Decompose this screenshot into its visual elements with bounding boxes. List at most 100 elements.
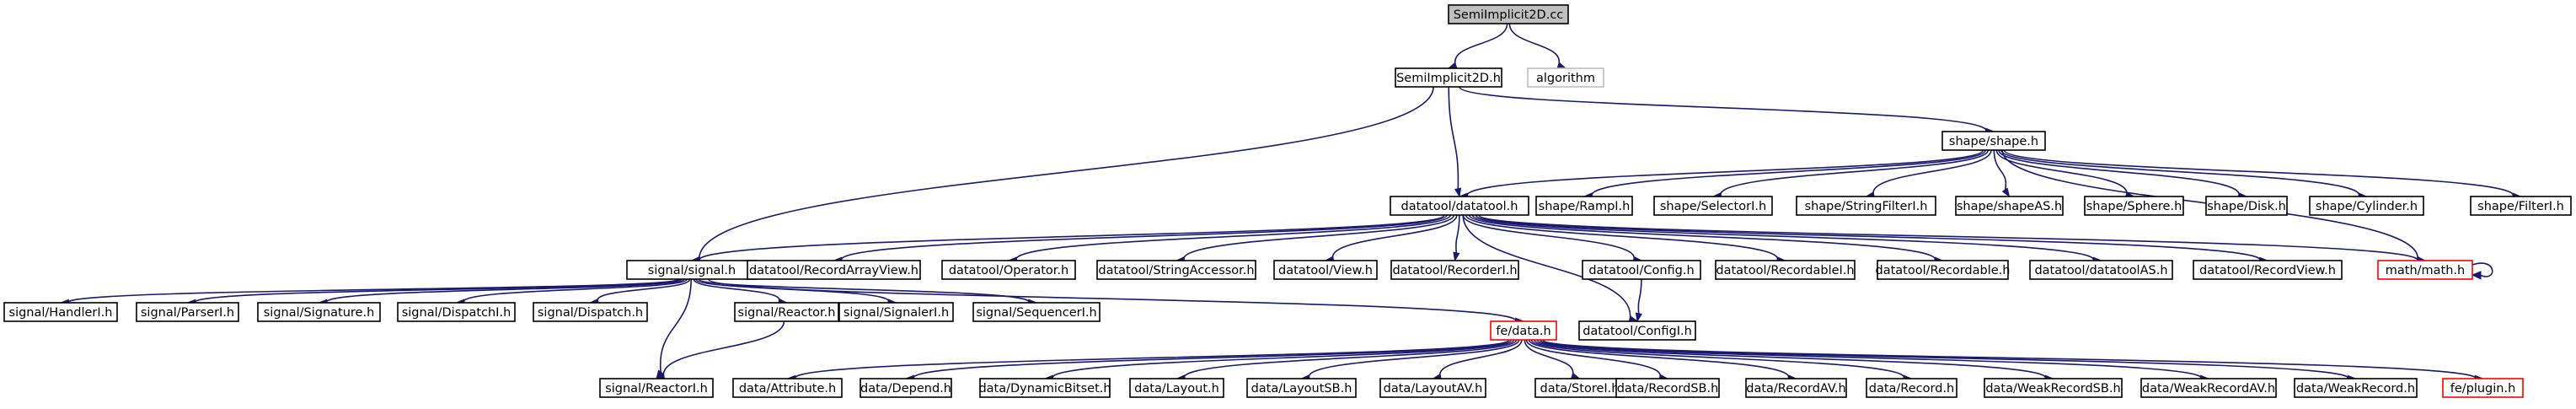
node-signal-dispatch-h[interactable]: signal/Dispatch.h — [533, 302, 648, 322]
node-box — [972, 302, 1101, 322]
edge-datatool-datatool-h-to-datatool-recorderi-h — [1453, 214, 1460, 262]
node-signal-reactori-h[interactable]: signal/ReactorI.h — [599, 378, 714, 398]
node-datatool-recordarrayview-h[interactable]: datatool/RecordArrayView.h — [747, 260, 921, 280]
node-box — [2294, 378, 2418, 398]
node-box — [1796, 196, 1936, 216]
node-data-recordav-h[interactable]: data/RecordAV.h — [1745, 378, 1847, 398]
node-label: data/WeakRecordSB.h — [1985, 382, 2120, 396]
node-data-layoutsb-h[interactable]: data/LayoutSB.h — [1246, 378, 1357, 398]
node-datatool-config-h[interactable]: datatool/Config.h — [1582, 260, 1701, 280]
node-data-record-h[interactable]: data/Record.h — [1866, 378, 1957, 398]
node-datatool-operator-h[interactable]: datatool/Operator.h — [941, 260, 1076, 280]
node-label: signal/HandlerI.h — [9, 306, 113, 320]
node-label: datatool/View.h — [1278, 264, 1373, 277]
edge-semiimplicit2d-h-to-datatool-datatool-h — [1448, 86, 1462, 198]
node-box — [2029, 260, 2173, 280]
node-algorithm: algorithm — [1527, 67, 1604, 88]
node-label: signal/signal.h — [648, 264, 736, 277]
node-signal-handleri-h[interactable]: signal/HandlerI.h — [3, 302, 118, 322]
node-label: shape/RampI.h — [1539, 200, 1631, 213]
node-signal-parseri-h[interactable]: signal/ParserI.h — [136, 302, 239, 322]
node-signal-dispatchi-h[interactable]: signal/DispatchI.h — [397, 302, 516, 322]
node-label: fe/data.h — [1496, 325, 1550, 338]
edge-fe-data-h-to-data-attribute-h — [786, 339, 1510, 382]
node-label: datatool/RecordArrayView.h — [749, 264, 918, 277]
node-box — [599, 378, 714, 398]
node-label: datatool/Config.h — [1588, 264, 1694, 277]
node-box — [860, 378, 952, 398]
node-shape-sphere-h[interactable]: shape/Sphere.h — [2084, 196, 2184, 216]
node-label: data/Attribute.h — [739, 382, 836, 396]
node-shape-shapeas-h[interactable]: shape/shapeAS.h — [1955, 196, 2064, 216]
node-data-attribute-h[interactable]: data/Attribute.h — [732, 378, 843, 398]
node-label: shape/SelectorI.h — [1660, 200, 1766, 213]
node-signal-signaleri-h[interactable]: signal/SignalerI.h — [838, 302, 954, 322]
node-box — [1984, 378, 2123, 398]
node-shape-stringfilteri-h[interactable]: shape/StringFilterI.h — [1796, 196, 1936, 216]
node-box — [734, 302, 839, 322]
node-data-depend-h[interactable]: data/Depend.h — [860, 378, 952, 398]
node-data-weakrecordav-h[interactable]: data/WeakRecordAV.h — [2140, 378, 2277, 398]
node-box — [257, 302, 381, 322]
edge-shape-shape-h-to-shape-rampi-h — [1583, 149, 1987, 200]
node-datatool-recordablei-h[interactable]: datatool/RecordableI.h — [1715, 260, 1856, 280]
node-box — [2084, 196, 2184, 216]
node-shape-cylinder-h[interactable]: shape/Cylinder.h — [2309, 196, 2424, 216]
node-box — [838, 302, 954, 322]
node-math-math-h[interactable]: math/math.h — [2377, 260, 2473, 280]
node-box — [136, 302, 239, 322]
node-shape-shape-h[interactable]: shape/shape.h — [1941, 131, 2046, 151]
node-datatool-stringaccessor-h[interactable]: datatool/StringAccessor.h — [1096, 260, 1256, 280]
edge-signal-signal-h-to-signal-handleri-h — [59, 278, 680, 306]
node-box — [1877, 260, 2009, 280]
node-data-weakrecord-h[interactable]: data/WeakRecord.h — [2294, 378, 2418, 398]
node-signal-reactor-h[interactable]: signal/Reactor.h — [734, 302, 839, 322]
node-data-layoutav-h[interactable]: data/LayoutAV.h — [1379, 378, 1486, 398]
node-box — [1096, 260, 1256, 280]
edge-datatool-config-h-to-datatool-configi-h — [1635, 278, 1642, 323]
node-box — [2205, 196, 2288, 216]
node-label: signal/SignalerI.h — [843, 306, 949, 320]
node-datatool-recordable-h[interactable]: datatool/Recordable.h — [1876, 260, 2011, 280]
node-label: data/WeakRecordAV.h — [2142, 382, 2275, 396]
node-box — [2140, 378, 2277, 398]
node-datatool-recorderi-h[interactable]: datatool/RecorderI.h — [1390, 260, 1519, 280]
node-box — [1395, 67, 1502, 88]
node-label: data/RecordAV.h — [1746, 382, 1846, 396]
node-shape-disk-h[interactable]: shape/Disk.h — [2205, 196, 2288, 216]
node-datatool-recordview-h[interactable]: datatool/RecordView.h — [2193, 260, 2343, 280]
node-data-storei-h[interactable]: data/StoreI.h — [1534, 378, 1625, 398]
node-data-weakrecordsb-h[interactable]: data/WeakRecordSB.h — [1984, 378, 2123, 398]
node-label: data/Record.h — [1869, 382, 1954, 396]
node-signal-sequenceri-h[interactable]: signal/SequencerI.h — [972, 302, 1101, 322]
node-box — [1578, 320, 1696, 341]
node-data-layout-h[interactable]: data/Layout.h — [1129, 378, 1224, 398]
node-signal-signature-h[interactable]: signal/Signature.h — [257, 302, 381, 322]
node-shape-selectori-h[interactable]: shape/SelectorI.h — [1653, 196, 1773, 216]
node-datatool-datatoolas-h[interactable]: datatool/datatoolAS.h — [2029, 260, 2173, 280]
node-datatool-datatool-h[interactable]: datatool/datatool.h — [1390, 196, 1529, 216]
node-datatool-configi-h[interactable]: datatool/ConfigI.h — [1578, 320, 1696, 341]
node-box — [1246, 378, 1357, 398]
edge-signal-reactor-h-to-signal-reactori-h — [655, 320, 785, 380]
node-data-recordsb-h[interactable]: data/RecordSB.h — [1615, 378, 1720, 398]
node-shape-rampi-h[interactable]: shape/RampI.h — [1535, 196, 1633, 216]
node-box — [1390, 260, 1519, 280]
node-label: data/Depend.h — [860, 382, 951, 396]
node-semiimplicit2d-h[interactable]: SemiImplicit2D.h — [1395, 67, 1502, 88]
node-label: signal/ReactorI.h — [605, 382, 708, 396]
node-fe-data-h[interactable]: fe/data.h — [1490, 320, 1557, 341]
node-datatool-view-h[interactable]: datatool/View.h — [1273, 260, 1378, 280]
node-box — [941, 260, 1076, 280]
node-label: math/math.h — [2386, 264, 2465, 277]
node-label: shape/Cylinder.h — [2316, 200, 2418, 213]
node-shape-filteri-h[interactable]: shape/FilterI.h — [2470, 196, 2572, 216]
edge-datatool-datatool-h-to-datatool-view-h — [1324, 214, 1458, 263]
node-label: shape/FilterI.h — [2477, 200, 2564, 213]
edge-math-math-h-self-loop — [2471, 262, 2493, 280]
node-fe-plugin-h[interactable]: fe/plugin.h — [2442, 378, 2524, 398]
node-box — [1653, 196, 1773, 216]
node-signal-signal-h[interactable]: signal/signal.h — [626, 260, 758, 280]
node-data-dynamicbitset-h[interactable]: data/DynamicBitset.h — [978, 378, 1111, 398]
